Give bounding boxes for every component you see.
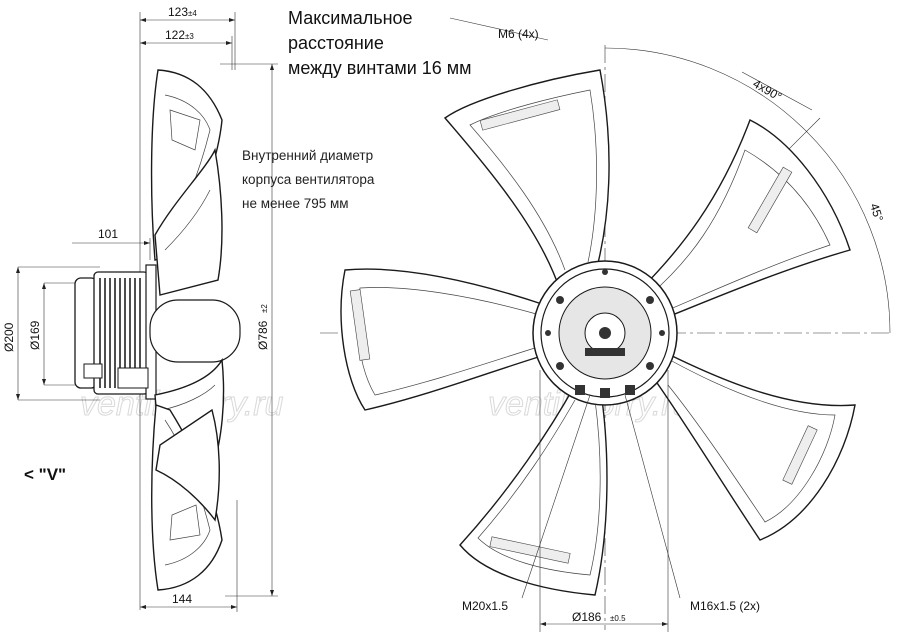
thread-m16-label: M16x1.5 (2x) [690, 599, 760, 613]
note-screw-line3: между винтами 16 мм [288, 58, 472, 78]
dim-d169: Ø169 [28, 320, 42, 350]
dim-d186: Ø186 [572, 610, 602, 624]
thread-m20-label: M20x1.5 [462, 599, 508, 613]
thread-m6-label: M6 (4x) [498, 27, 539, 41]
note-inner-line1: Внутренний диаметр [242, 148, 373, 163]
dim-d186-tol: ±0.5 [610, 614, 626, 623]
blades-front [340, 69, 856, 596]
note-screw-line1: Максимальное [288, 8, 413, 28]
dim-101: 101 [98, 227, 118, 241]
dim-d786: Ø786 [256, 320, 270, 350]
motor-side [74, 264, 241, 400]
hub [532, 260, 678, 406]
blades-side [150, 69, 225, 591]
notes: Максимальное расстояние между винтами 16… [242, 8, 472, 211]
dim-144: 144 [172, 592, 192, 606]
angle-4x90: 4x90° [751, 76, 785, 104]
dim-d786-tol: ±2 [260, 304, 269, 313]
note-inner-line2: корпуса вентилятора [242, 172, 375, 187]
angle-45: 45° [867, 202, 886, 224]
dim-123: 123 [168, 5, 188, 19]
dim-d200: Ø200 [2, 322, 16, 352]
note-inner-line3: не менее 795 мм [242, 196, 349, 211]
dim-123-tol: ±4 [188, 9, 197, 18]
front-view: 4x90° 45° M6 (4x) [320, 17, 891, 632]
note-screw-line2: расстояние [288, 33, 384, 53]
dim-122: 122 [165, 28, 185, 42]
side-view: 123 ±4 122 ±3 101 Ø200 Ø169 Ø786 ±2 [2, 5, 278, 612]
view-label: < "V" [24, 465, 66, 484]
dim-122-tol: ±3 [185, 32, 194, 41]
